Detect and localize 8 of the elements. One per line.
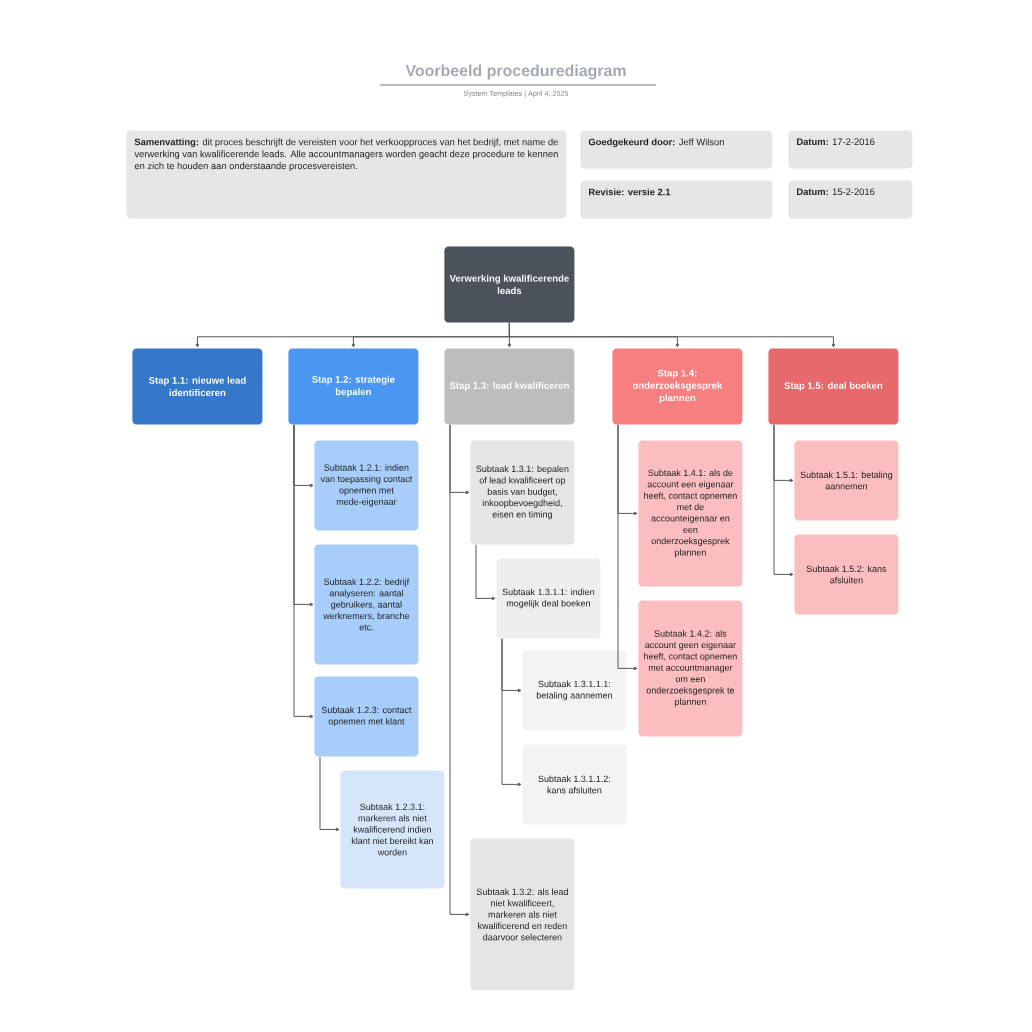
arrow [449, 424, 470, 917]
arrow [617, 424, 638, 671]
arrow [475, 544, 496, 601]
arrow [773, 424, 794, 577]
arrow [501, 638, 522, 787]
arrow [319, 756, 340, 832]
arrow [508, 322, 836, 348]
arrow [293, 424, 314, 719]
